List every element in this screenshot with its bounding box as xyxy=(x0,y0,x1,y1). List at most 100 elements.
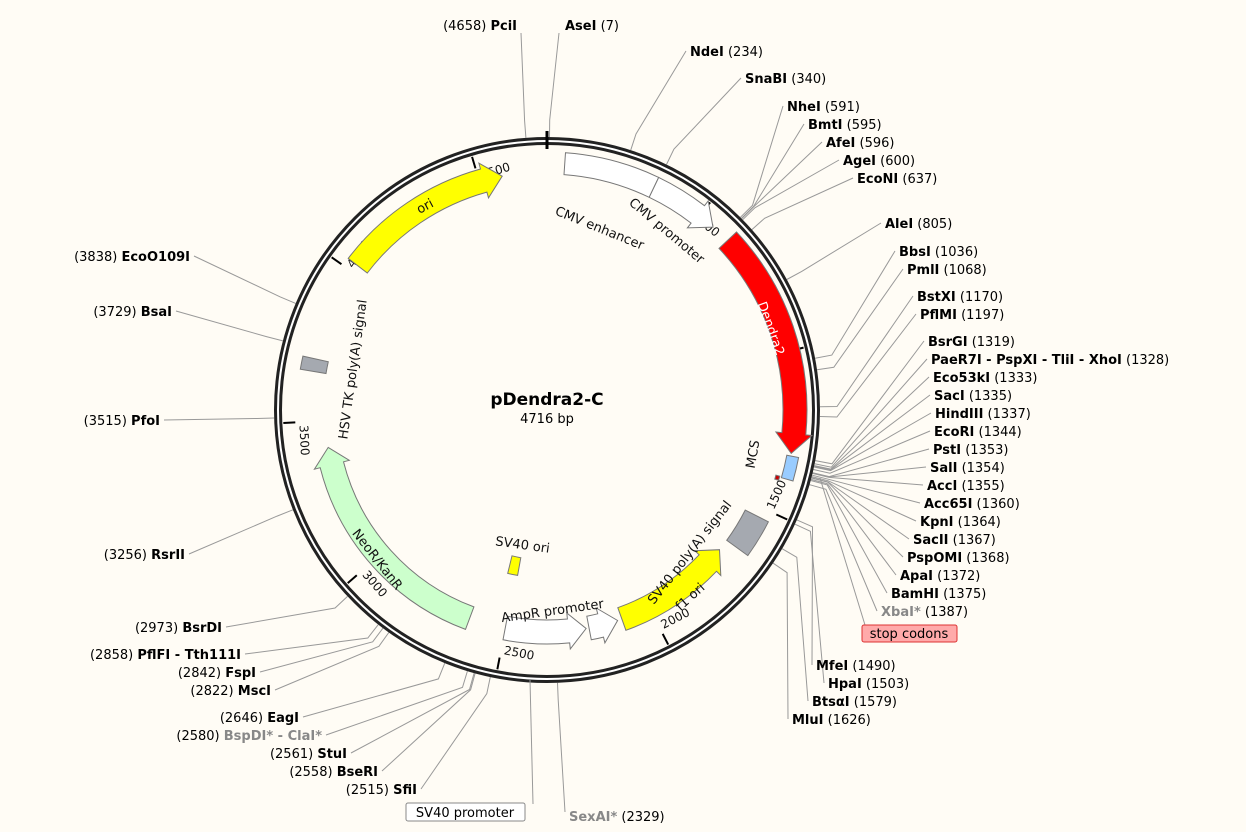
site-label[interactable]: (3729) BsaI xyxy=(93,305,172,320)
site-name: FspI xyxy=(225,666,256,681)
site-label[interactable]: (2558) BseRI xyxy=(289,765,378,780)
site-label[interactable]: HpaI (1503) xyxy=(828,677,909,692)
site-label[interactable]: PmlI (1068) xyxy=(907,263,987,278)
site-leader-line xyxy=(812,472,924,486)
label-sv40-ori[interactable]: SV40 ori xyxy=(494,534,550,556)
site-label[interactable]: BmtI (595) xyxy=(808,118,882,133)
site-name: PstI xyxy=(933,443,961,458)
site-leader-line xyxy=(244,624,379,655)
site-label[interactable]: BamHI (1375) xyxy=(891,587,986,602)
label-ori[interactable]: ori xyxy=(414,196,436,217)
site-label[interactable]: (2580) BspDI* - ClaI* xyxy=(176,729,322,744)
site-label[interactable]: BtsαI (1579) xyxy=(812,695,897,710)
site-position: (234) xyxy=(724,45,763,60)
site-name: PmlI xyxy=(907,263,939,278)
site-label[interactable]: XbaI* (1387) xyxy=(881,605,968,620)
site-leader-line xyxy=(811,476,917,522)
site-label[interactable]: PaeR7I - PspXI - TliI - XhoI (1328) xyxy=(931,353,1169,368)
site-label[interactable]: Acc65I (1360) xyxy=(924,497,1020,512)
feature-ampr-promoter[interactable] xyxy=(502,611,587,651)
site-name: AgeI xyxy=(843,154,876,169)
site-label[interactable]: NdeI (234) xyxy=(690,45,763,60)
site-label[interactable]: (2561) StuI xyxy=(270,747,347,762)
site-name: SnaBI xyxy=(745,72,787,87)
feature-neor-kanr[interactable] xyxy=(313,446,475,631)
site-label[interactable]: Eco53kI (1333) xyxy=(933,371,1037,386)
site-label[interactable]: AfeI (596) xyxy=(826,136,894,151)
site-name: HpaI xyxy=(828,677,862,692)
site-label[interactable]: EcoNI (637) xyxy=(857,172,937,187)
site-label[interactable]: SnaBI (340) xyxy=(745,72,826,87)
site-label[interactable]: (2515) SfiI xyxy=(346,783,417,798)
site-name: EcoNI xyxy=(857,172,898,187)
site-label[interactable]: BstXI (1170) xyxy=(917,290,1003,305)
feature-stop-codons[interactable] xyxy=(774,474,781,481)
site-label[interactable]: (2822) MscI xyxy=(190,684,271,699)
site-label[interactable]: PspOMI (1368) xyxy=(907,551,1010,566)
site-label[interactable]: EcoRI (1344) xyxy=(934,425,1022,440)
site-position: (1387) xyxy=(921,605,968,620)
site-name: PaeR7I - PspXI - TliI - XhoI xyxy=(931,353,1122,368)
feature-sv40-ori[interactable] xyxy=(507,555,522,576)
site-name: EagI xyxy=(267,711,299,726)
site-name: BmtI xyxy=(808,118,843,133)
site-name: EcoO109I xyxy=(121,250,190,265)
site-position: (340) xyxy=(787,72,826,87)
site-label[interactable]: PstI (1353) xyxy=(933,443,1008,458)
site-label[interactable]: SexAI* (2329) xyxy=(569,810,665,825)
feature-sv40-poly-a-signal[interactable] xyxy=(726,509,770,557)
stop-codons-callout[interactable]: stop codons xyxy=(819,477,958,643)
site-leader-line xyxy=(772,562,789,720)
site-label[interactable]: SacI (1335) xyxy=(934,389,1012,404)
site-label[interactable]: (2973) BsrDI xyxy=(135,621,222,636)
feature-hsv-tk-poly-a-signal[interactable] xyxy=(299,355,329,375)
site-label[interactable]: (2842) FspI xyxy=(178,666,256,681)
site-name: PspOMI xyxy=(907,551,962,566)
site-label[interactable]: MluI (1626) xyxy=(792,713,871,728)
feature-ori[interactable] xyxy=(347,162,503,274)
feature-cmv-promoter[interactable] xyxy=(648,176,714,229)
site-label[interactable]: (3256) RsrII xyxy=(104,548,185,563)
site-position: (3729) xyxy=(93,305,140,320)
site-label[interactable]: (2646) EagI xyxy=(220,711,299,726)
tick-mark xyxy=(331,256,343,266)
site-leader-line xyxy=(520,32,527,138)
site-label[interactable]: ApaI (1372) xyxy=(900,569,980,584)
site-name: PfoI xyxy=(131,414,160,429)
site-label[interactable]: AseI (7) xyxy=(565,19,619,34)
site-label[interactable]: BsrGI (1319) xyxy=(928,335,1015,350)
site-label[interactable]: MfeI (1490) xyxy=(816,659,896,674)
site-label[interactable]: BbsI (1036) xyxy=(899,245,978,260)
site-name: AfeI xyxy=(826,136,855,151)
label-hsv-tk-polya[interactable]: HSV TK poly(A) signal xyxy=(336,299,370,441)
feature-f1-ori[interactable] xyxy=(617,549,722,631)
site-name: ApaI xyxy=(900,569,933,584)
site-label[interactable]: KpnI (1364) xyxy=(920,515,1001,530)
site-label[interactable]: (2858) PflFI - Tth111I xyxy=(90,648,241,663)
site-leader-line xyxy=(813,394,931,471)
site-name: BspDI* - ClaI* xyxy=(224,729,322,744)
site-label[interactable]: SalI (1354) xyxy=(930,461,1005,476)
site-name: AseI xyxy=(565,19,596,34)
label-mcs[interactable]: MCS xyxy=(744,439,764,470)
site-label[interactable]: SacII (1367) xyxy=(913,533,996,548)
site-name: BamHI xyxy=(891,587,939,602)
site-leader-line xyxy=(815,340,925,465)
site-leader-line xyxy=(740,105,784,218)
site-position: (1364) xyxy=(953,515,1000,530)
site-label[interactable]: AgeI (600) xyxy=(843,154,915,169)
site-leader-line xyxy=(796,519,814,666)
feature-dendra2[interactable] xyxy=(718,231,814,455)
site-label[interactable]: (3515) PfoI xyxy=(84,414,160,429)
site-label[interactable]: AccI (1355) xyxy=(927,479,1005,494)
sv40-promoter-callout[interactable]: SV40 promoter xyxy=(405,679,534,822)
site-label[interactable]: (4658) PciI xyxy=(443,19,517,34)
site-label[interactable]: (3838) EcoO109I xyxy=(74,250,190,265)
site-label[interactable]: HindIII (1337) xyxy=(935,407,1031,422)
site-label[interactable]: NheI (591) xyxy=(787,100,860,115)
site-label[interactable]: AleI (805) xyxy=(885,217,952,232)
feature-mcs[interactable] xyxy=(780,454,800,482)
feature-ampr-promoter-part[interactable] xyxy=(586,606,619,645)
sv40-promoter-label: SV40 promoter xyxy=(416,806,515,821)
site-label[interactable]: PflMI (1197) xyxy=(920,308,1004,323)
